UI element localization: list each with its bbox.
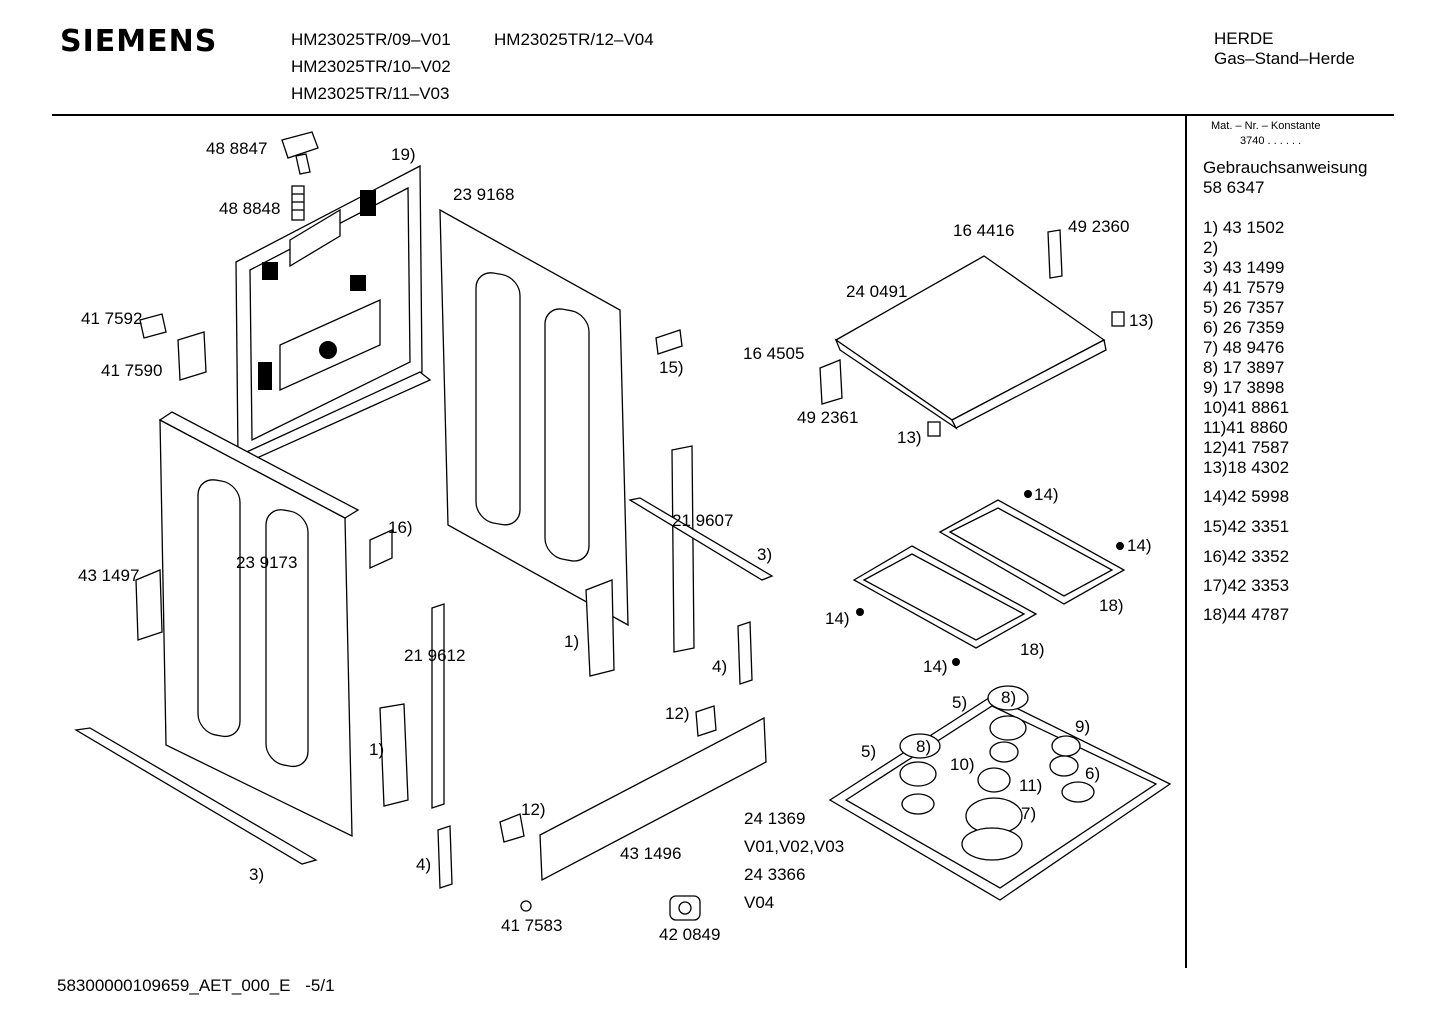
- part-callout: 49 2360: [1068, 217, 1130, 236]
- mat-label: Mat. – Nr. – Konstante: [1211, 120, 1321, 132]
- part-list-item: 6) 26 7359: [1203, 318, 1285, 337]
- part-callout: 9): [1075, 717, 1091, 736]
- small-parts-drawing: [520, 895, 701, 921]
- side-panel-divider: [1185, 116, 1187, 968]
- part-callout: 1): [369, 740, 385, 759]
- part-callout: 42 0849: [659, 925, 721, 944]
- part-callout: 10): [950, 755, 975, 774]
- part-callout: 13): [897, 428, 922, 447]
- part-callout: 18): [1099, 596, 1124, 615]
- back-panel-drawing: [235, 164, 432, 463]
- part-list-item: 16)42 3352: [1203, 547, 1290, 566]
- part-callout: 16 4505: [743, 344, 805, 363]
- part-callout: 24 3366: [744, 865, 806, 884]
- model-number: HM23025TR/09–V01: [291, 30, 451, 49]
- part-list-item: 2): [1203, 238, 1219, 257]
- hob-drawing: [828, 685, 1172, 901]
- part-callout: 3): [757, 545, 773, 564]
- part-callout: 21 9612: [404, 646, 466, 665]
- part-list-item: 15)42 3351: [1203, 517, 1290, 536]
- part-callout: 12): [665, 704, 690, 723]
- part-callout: 23 9168: [453, 185, 515, 204]
- part-callout: 41 7592: [81, 309, 143, 328]
- manual-label: Gebrauchsanweisung: [1203, 158, 1368, 177]
- part-callout: 12): [521, 800, 546, 819]
- part-callout: 14): [1034, 485, 1059, 504]
- part-callout: V01,V02,V03: [744, 837, 845, 856]
- part-callout: 24 1369: [744, 809, 806, 828]
- part-callout: 13): [1129, 311, 1154, 330]
- part-callout: 48 8847: [206, 139, 268, 158]
- part-callout: 6): [1085, 764, 1101, 783]
- part-list-item: 12)41 7587: [1203, 438, 1290, 457]
- category-title: HERDE: [1214, 29, 1274, 48]
- part-list-item: 4) 41 7579: [1203, 278, 1285, 297]
- lid-drawing: [819, 229, 1125, 437]
- manual-number: 58 6347: [1203, 178, 1265, 197]
- part-callout: 11): [1019, 776, 1043, 795]
- part-list-item: 14)42 5998: [1203, 487, 1290, 506]
- part-list-item: 11)41 8860: [1203, 418, 1288, 437]
- part-list-item: 9) 17 3898: [1203, 378, 1285, 397]
- part-callout: 41 7590: [101, 361, 163, 380]
- part-list-item: 13)18 4302: [1203, 458, 1290, 477]
- part-callout: 1): [564, 632, 580, 651]
- part-callout: 3): [249, 865, 265, 884]
- part-callout: 14): [923, 657, 948, 676]
- part-callout: 49 2361: [797, 408, 859, 427]
- part-callout: 16): [388, 518, 413, 537]
- part-callout: 24 0491: [846, 282, 908, 301]
- part-callout: 7): [1021, 804, 1037, 823]
- part-callout: 43 1497: [78, 566, 140, 585]
- page-number: -5/1: [305, 976, 335, 995]
- document-id: 58300000109659_AET_000_E -5/1: [57, 976, 335, 996]
- rail-drawings: [74, 497, 774, 882]
- part-callout: 14): [825, 609, 850, 628]
- vent-part-drawing: [281, 131, 319, 221]
- part-list-item: 18)44 4787: [1203, 605, 1290, 624]
- left-side-panel-drawing: [158, 411, 360, 838]
- model-number: HM23025TR/11–V03: [291, 84, 450, 103]
- part-callout: 19): [391, 145, 416, 164]
- part-list-item: 5) 26 7357: [1203, 298, 1285, 317]
- part-callout: 5): [861, 742, 877, 761]
- part-callout: 8): [916, 737, 932, 756]
- part-list-item: 17)42 3353: [1203, 576, 1290, 595]
- part-callout: 4): [416, 855, 432, 874]
- right-side-panel-drawing: [439, 208, 629, 627]
- mat-value: 3740 . . . . . .: [1240, 135, 1302, 147]
- part-list-item: 8) 17 3897: [1203, 358, 1285, 377]
- bracket-drawings: [135, 313, 753, 889]
- part-callout: 48 8848: [219, 199, 281, 218]
- part-callout: V04: [744, 893, 775, 912]
- part-list-item: 3) 43 1499: [1203, 258, 1285, 277]
- part-list-item: 10)41 8861: [1203, 398, 1290, 417]
- pan-support-drawing: [852, 490, 1126, 666]
- category-subtitle: Gas–Stand–Herde: [1214, 49, 1355, 68]
- part-callout: 4): [712, 657, 728, 676]
- part-callout: 8): [1001, 688, 1017, 707]
- model-number: HM23025TR/10–V02: [291, 57, 451, 76]
- part-list-item: 1) 43 1502: [1203, 218, 1285, 237]
- part-callout: 23 9173: [236, 553, 298, 572]
- part-callout: 15): [659, 358, 684, 377]
- part-callout: 41 7583: [501, 916, 563, 935]
- model-number: HM23025TR/12–V04: [494, 30, 654, 49]
- part-callout: 21 9607: [672, 511, 734, 530]
- part-list-item: 7) 48 9476: [1203, 338, 1285, 357]
- part-callout: 5): [952, 693, 968, 712]
- brand-logo: SIEMENS: [60, 24, 218, 59]
- part-callout: 18): [1020, 640, 1045, 659]
- part-callout: 14): [1127, 536, 1152, 555]
- header-divider: [52, 114, 1394, 116]
- doc-id-text: 58300000109659_AET_000_E: [57, 976, 291, 995]
- part-callout: 16 4416: [953, 221, 1015, 240]
- part-callout: 43 1496: [620, 844, 682, 863]
